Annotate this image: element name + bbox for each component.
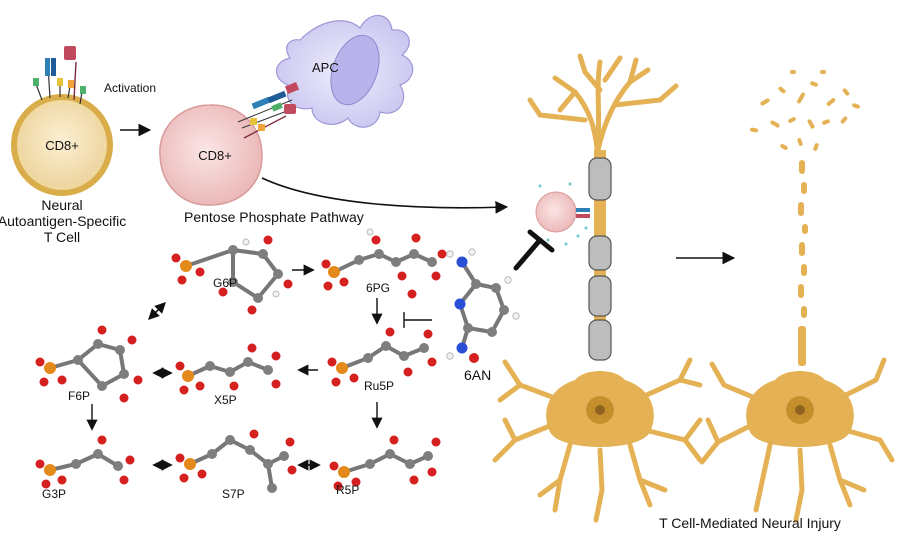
injury-caption: T Cell-Mediated Neural Injury [659, 515, 841, 531]
6an-label: 6AN [464, 367, 491, 383]
6an-inhibition-marker [403, 312, 432, 328]
r5p-molecule: R5P [329, 435, 441, 497]
ppp-metabolites: G6P 6PG [35, 228, 447, 501]
migration-arrow [261, 177, 509, 214]
g3p-label: G3P [42, 487, 66, 501]
f6p-label: F6P [68, 389, 90, 403]
activated-cd8-t-cell: CD8+ [159, 82, 300, 206]
naive-cell-caption-2: Autoantigen-Specific [0, 213, 126, 229]
6pg-molecule: 6PG [321, 228, 447, 299]
pathway-title: Pentose Phosphate Pathway [184, 209, 364, 225]
apc-label: APC [312, 60, 339, 75]
attacking-t-cell [535, 182, 590, 246]
ru5p-molecule: Ru5P [327, 327, 437, 393]
naive-cell-caption-3: T Cell [44, 229, 80, 245]
x5p-label: X5P [214, 393, 237, 407]
naive-cd8-t-cell: CD8+ Neural Autoantigen-Specific T Cell [0, 46, 126, 245]
g6p-label: G6P [213, 276, 237, 290]
f6p-molecule: F6P [35, 325, 143, 403]
x5p-molecule: X5P [175, 343, 281, 407]
6an-blocks-t-cell-marker [513, 229, 555, 271]
activation-label: Activation [104, 81, 156, 95]
r5p-label: R5P [336, 483, 359, 497]
tcr-receptors-icon [33, 46, 86, 105]
6an-molecule: 6AN [446, 248, 520, 383]
g6p-molecule: G6P [171, 235, 293, 315]
cd8-label-right: CD8+ [198, 148, 232, 163]
healthy-neuron [492, 53, 703, 523]
ru5p-label: Ru5P [364, 379, 394, 393]
tcr-apc-synapse-icon [237, 82, 300, 139]
s7p-molecule: S7P [175, 429, 297, 501]
g3p-molecule: G3P [35, 435, 135, 501]
s7p-label: S7P [222, 487, 245, 501]
6pg-label: 6PG [366, 281, 390, 295]
injured-neuron [699, 70, 895, 523]
apc-cell: APC [275, 14, 414, 128]
naive-cell-caption-1: Neural [41, 197, 82, 213]
cd8-label-left: CD8+ [45, 138, 79, 153]
pathway-arrows [86, 264, 383, 471]
